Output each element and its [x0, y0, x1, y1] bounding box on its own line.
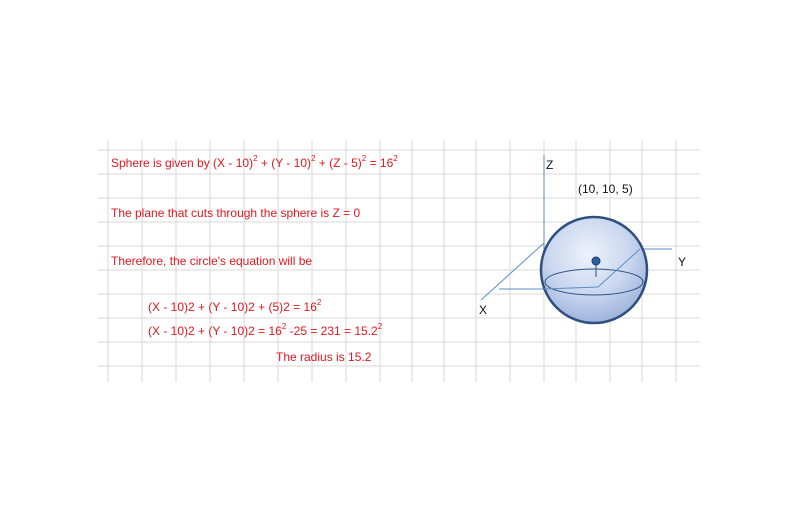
sphere — [539, 215, 649, 325]
eq2-text: (X - 10)2 + (Y - 10)2 = 16 — [148, 324, 282, 338]
sphere-eq-sup4: 2 — [393, 154, 398, 163]
inner-y-line — [597, 248, 641, 288]
circle-equation-1: (X - 10)2 + (Y - 10)2 + (5)2 = 162 — [148, 298, 322, 315]
sphere-eq-mid2: + (Z - 5) — [315, 156, 362, 170]
sphere-eq-text: Sphere is given by (X - 10) — [111, 156, 254, 170]
eq2-sup1: 2 — [281, 322, 287, 331]
therefore-statement: Therefore, the circle's equation will be — [111, 254, 313, 268]
eq2-mid: -25 = 231 = 15.2 — [286, 324, 378, 338]
circle-equation-2: (X - 10)2 + (Y - 10)2 = 162 -25 = 231 = … — [148, 322, 383, 339]
axis-label-z: Z — [546, 158, 553, 172]
axis-label-y: Y — [678, 255, 686, 269]
axis-label-x: X — [479, 303, 487, 317]
sphere-eq-mid1: + (Y - 10) — [257, 156, 311, 170]
sphere-equation: Sphere is given by (X - 10)2 + (Y - 10)2… — [111, 154, 398, 171]
inner-x-line — [543, 286, 599, 290]
radius-statement: The radius is 15.2 — [276, 350, 372, 364]
equator-ellipse — [544, 268, 644, 296]
plane-statement: The plane that cuts through the sphere i… — [111, 206, 361, 220]
eq1-sup: 2 — [316, 298, 322, 307]
center-coordinate-label: (10, 10, 5) — [578, 182, 633, 196]
center-point — [591, 256, 601, 266]
eq2-sup2: 2 — [377, 322, 383, 331]
sphere-eq-sup3: 2 — [361, 154, 367, 163]
eq1-text: (X - 10)2 + (Y - 10)2 + (5)2 = 16 — [148, 300, 317, 314]
x-axis-line — [480, 242, 545, 301]
sphere-eq-mid3: = 16 — [366, 156, 394, 170]
sphere-eq-sup2: 2 — [311, 154, 316, 163]
sphere-eq-sup1: 2 — [253, 154, 258, 163]
